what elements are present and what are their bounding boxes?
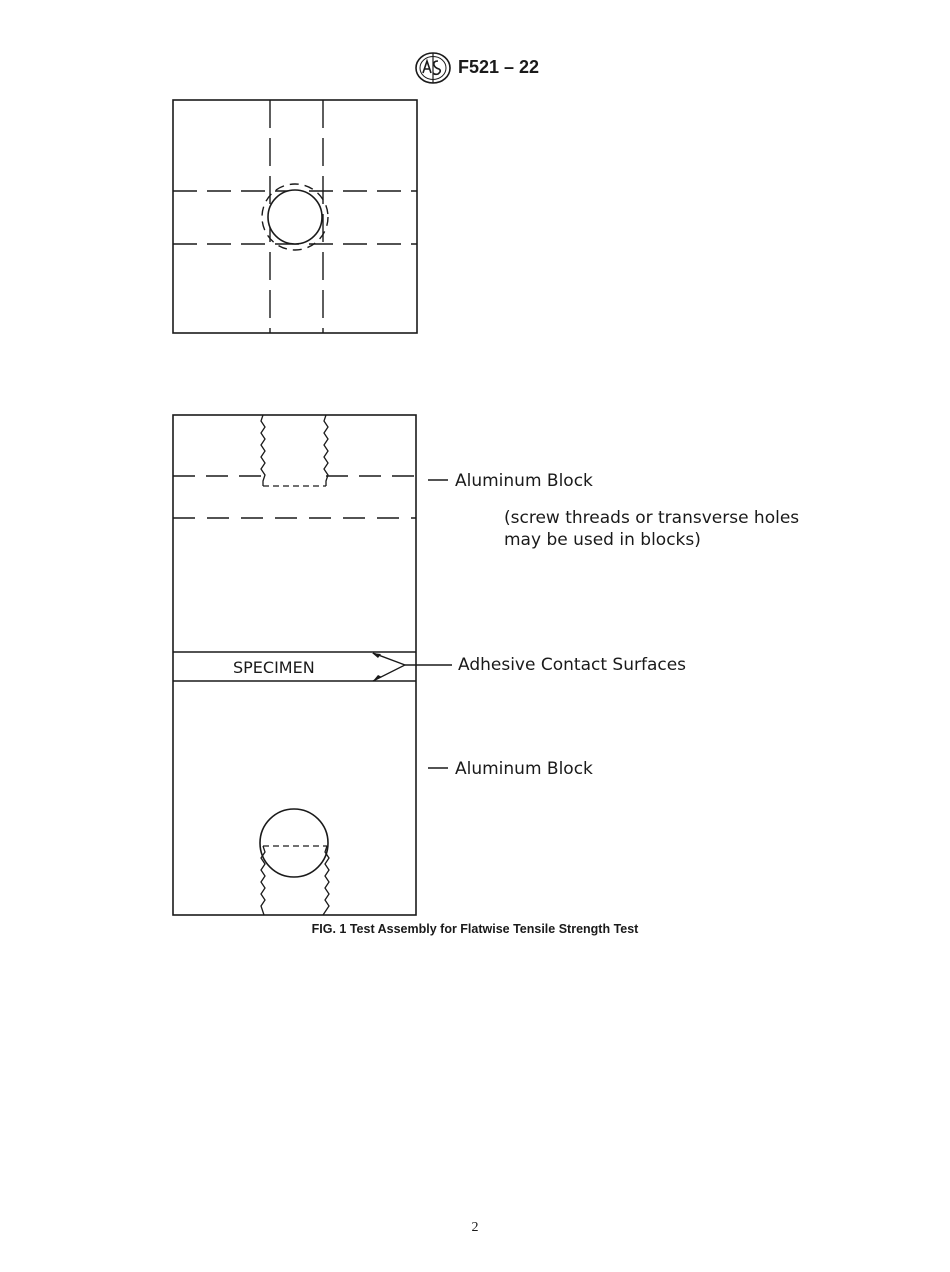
document-id: F521 – 22 xyxy=(458,57,540,77)
page-header: F521 – 22 xyxy=(0,50,950,86)
side-view-drawing xyxy=(172,414,452,916)
label-specimen: SPECIMEN xyxy=(233,658,315,677)
label-aluminum-block-bottom: Aluminum Block xyxy=(455,759,593,779)
note-line-2: may be used in blocks) xyxy=(504,530,701,550)
note-line-1: (screw threads or transverse holes xyxy=(504,508,799,528)
astm-logo-icon xyxy=(415,52,451,84)
page-number: 2 xyxy=(471,1220,479,1235)
figure-caption: FIG. 1 Test Assembly for Flatwise Tensil… xyxy=(311,922,639,936)
label-aluminum-block-top: Aluminum Block xyxy=(455,471,593,491)
top-view-drawing xyxy=(172,99,418,334)
label-adhesive-contact-surfaces: Adhesive Contact Surfaces xyxy=(458,655,686,675)
